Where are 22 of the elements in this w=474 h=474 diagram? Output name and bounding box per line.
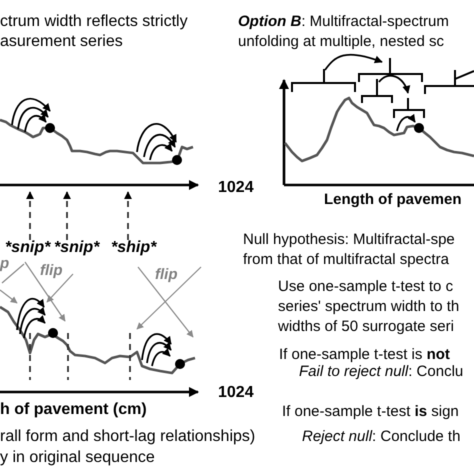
snip-label: *snip* (5, 239, 50, 257)
snip-label: *ship* (111, 239, 156, 257)
dashed-arrow (26, 191, 34, 240)
condition-text: If one-sample t-test is not (279, 346, 450, 364)
outcome-text: Fail to reject null: Conclu (299, 363, 464, 381)
dashed-arrow (63, 191, 71, 240)
heading: Option B: Multifractal-spectrum unfolding at multiple, nested sc (238, 12, 450, 52)
condition-text: If one-sample t-test is sign (282, 403, 459, 421)
axis-label: 1024 (218, 178, 254, 197)
axis-label: 1024 (218, 383, 254, 402)
outcome-text: Reject null: Conclude th (302, 428, 460, 446)
flip-label: p (0, 255, 10, 273)
hypothesis-text: Null hypothesis: Multifractal-spe from that of multifractal spectra (243, 230, 456, 270)
axis-title: Length of pavemen (324, 191, 462, 209)
heading: ctrum width reflects strictly asurement series (0, 12, 189, 52)
axis-title: h of pavement (cm) (0, 400, 147, 419)
flip-label: flip (155, 266, 178, 284)
snip-label: *snip* (54, 239, 100, 257)
flip-label: flip (40, 262, 62, 280)
caption-text: rall form and short-lag relationships) y in original sequence (0, 427, 256, 468)
dashed-arrow (124, 191, 132, 240)
method-text: Use one-sample t-test to c series' spectrum width to th widths of 50 surrogate seri (278, 277, 460, 337)
